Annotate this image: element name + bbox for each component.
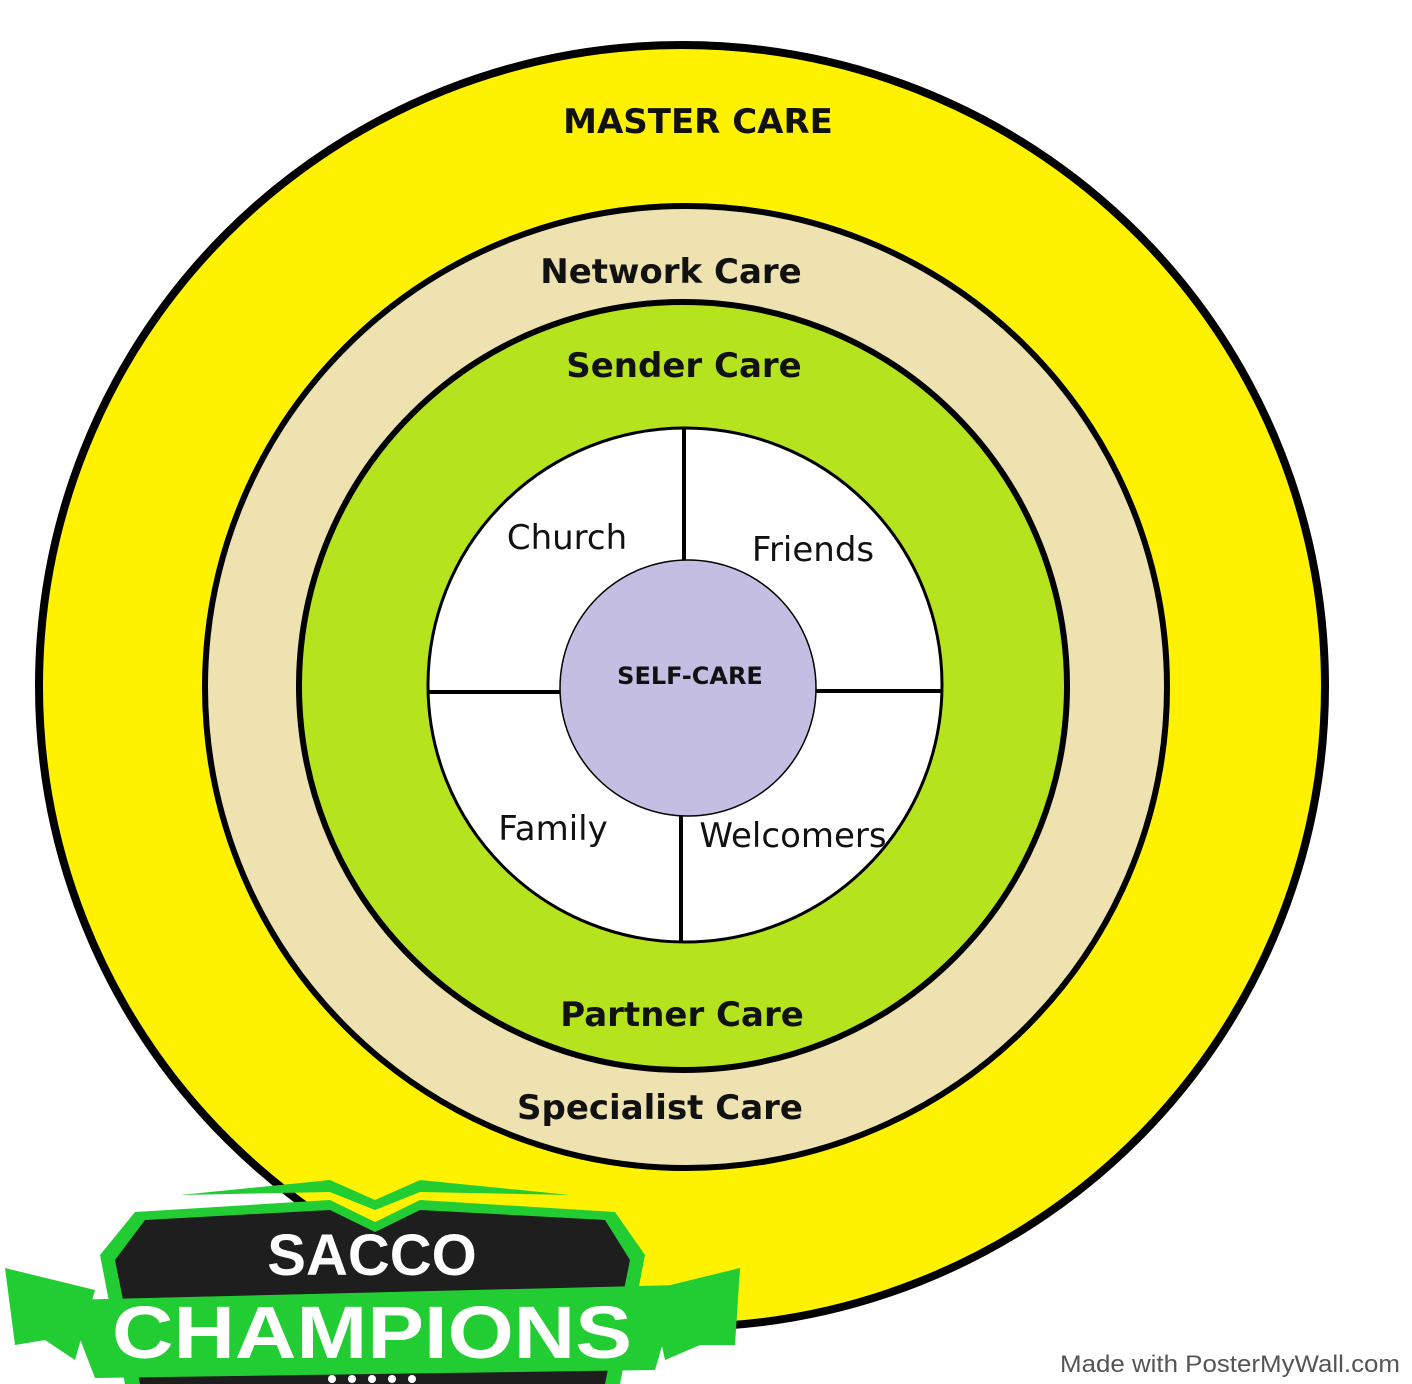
logo-champions-text: CHAMPIONS [112,1291,632,1374]
welcomers-label: Welcomers [699,816,886,856]
family-label: Family [498,809,607,849]
watermark: Made with PosterMyWall.com [1060,1351,1400,1378]
master-care-label: MASTER CARE [563,102,833,142]
network-care-label: Network Care [540,252,801,292]
sender-care-label: Sender Care [566,346,801,386]
logo-stars [328,1375,416,1383]
self-care-label: SELF-CARE [617,662,763,690]
church-label: Church [507,518,627,558]
sacco-champions-logo: SACCO CHAMPIONS [5,1180,740,1384]
logo-sacco-text: SACCO [267,1223,476,1288]
friends-label: Friends [752,530,874,570]
self-care-circle [559,559,817,817]
partner-care-label: Partner Care [560,995,804,1035]
specialist-care-label: Specialist Care [517,1088,803,1128]
